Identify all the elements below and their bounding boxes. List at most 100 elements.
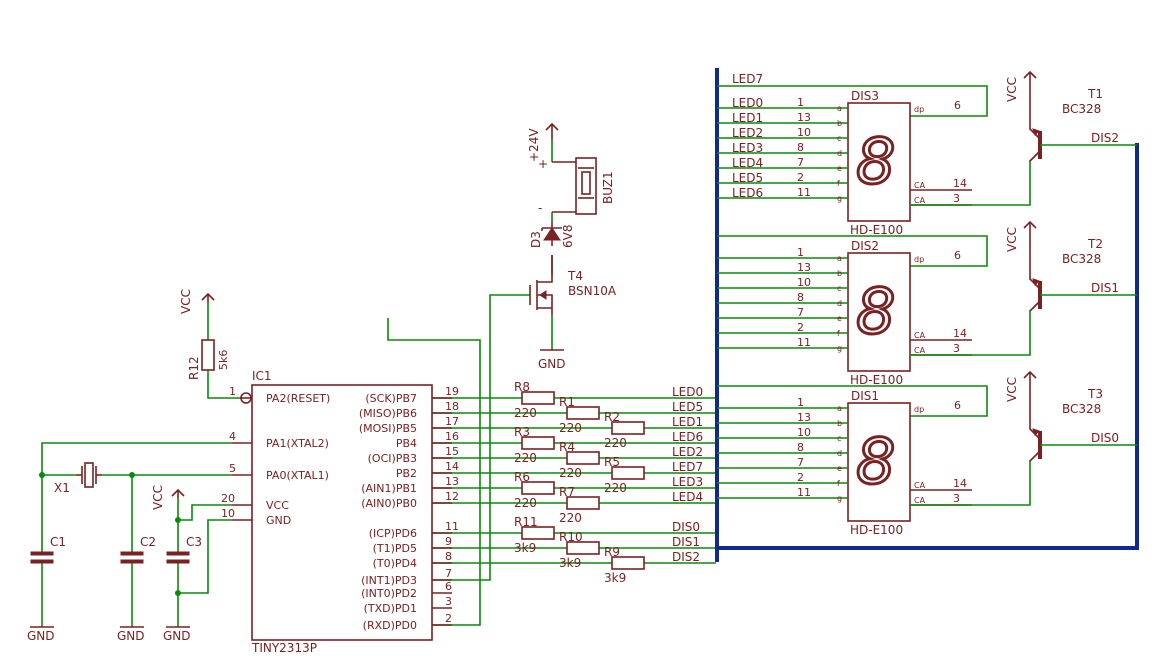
display-ref: DIS1 [851, 389, 879, 403]
net-label-led: LED6 [672, 430, 703, 444]
segment-letter: c [837, 434, 841, 443]
ca-pin-number: 14 [953, 477, 967, 490]
ic1-pin-number: 18 [445, 400, 459, 413]
dp-wire [717, 85, 988, 117]
ic1-pin-number: 12 [445, 490, 459, 503]
display-ref: DIS2 [851, 239, 879, 253]
dp-pin-number: 6 [954, 399, 961, 412]
ca-letter: CA [914, 331, 926, 340]
capacitors: C1 C2 C3 [30, 535, 202, 564]
dp-letter: dp [914, 405, 924, 414]
resistor-ref: R5 [604, 455, 620, 469]
ic1-pin-name: PA0(XTAL1) [266, 469, 329, 482]
resistor-body [566, 496, 600, 510]
net-label-led: LED6 [732, 186, 763, 200]
ca-letter: CA [914, 346, 926, 355]
crystal-ref: X1 [54, 481, 70, 495]
gnd-label-c3: GND [163, 629, 191, 643]
ca-pin-number: 3 [953, 342, 960, 355]
net-label-dis: DIS1 [672, 535, 700, 549]
segment-pin-number: 1 [797, 96, 804, 109]
ic1-pin-name: (OCI)PB3 [368, 452, 417, 465]
dp-pin-number: 6 [954, 99, 961, 112]
transistor-value: BC328 [1062, 402, 1101, 416]
resistor-body [521, 481, 555, 495]
zener-d3: D3 6V8 [529, 222, 575, 248]
ic1-pin-number: 16 [445, 430, 459, 443]
display-body [847, 402, 911, 522]
resistor-value: 220 [514, 496, 537, 510]
segment-pin-number: 13 [797, 411, 811, 424]
ic1-pin-number: 19 [445, 385, 459, 398]
net-label-led: LED3 [672, 475, 703, 489]
segment-pin-number: 8 [797, 441, 804, 454]
dp-pin-number: 6 [954, 249, 961, 262]
segment-letter: b [837, 419, 842, 428]
display-digit-glyph: 8 [856, 275, 895, 348]
r12-value: 5k6 [217, 350, 230, 370]
segment-letter: a [837, 104, 842, 113]
vcc-arrow [1023, 70, 1037, 95]
mosfet-ref: T4 [567, 269, 583, 283]
resistor-body [611, 421, 645, 435]
resistor-ref: R1 [559, 395, 575, 409]
transistor-leads [1029, 95, 1041, 162]
segment-pin-number: 10 [797, 426, 811, 439]
display-value: HD-E100 [850, 223, 903, 237]
ic1-pin-name: (RXD)PD0 [363, 619, 417, 632]
transistor-ref: T2 [1087, 237, 1103, 251]
ic1-pin-number: 8 [445, 550, 452, 563]
segment-letter: g [837, 194, 842, 203]
net-label-led7: LED7 [732, 72, 763, 86]
segment-letter: b [837, 269, 842, 278]
ic1-pin-name: PB2 [396, 467, 417, 480]
ca-letter: CA [914, 181, 926, 190]
resistor-ref: R9 [604, 545, 620, 559]
net-label-dis: DIS2 [672, 550, 700, 564]
net-label-dis: DIS0 [1091, 431, 1119, 445]
r12-ref: R12 [187, 356, 201, 380]
dp-letter: dp [914, 255, 924, 264]
ic1-pin-name: PA2(RESET) [266, 392, 330, 405]
display-digit-glyph: 8 [856, 425, 895, 498]
net-label-led: LED4 [732, 156, 763, 170]
segment-pin-number: 7 [797, 156, 804, 169]
net-label-dis: DIS2 [1091, 131, 1119, 145]
ca-pin-number: 14 [953, 327, 967, 340]
resistor-ref: R11 [514, 515, 538, 529]
display-body [847, 102, 911, 222]
net-label-led: LED1 [732, 111, 763, 125]
transistor-arrow [1032, 128, 1040, 136]
junctions [39, 472, 181, 596]
resistor-value: 220 [559, 511, 582, 525]
ca-wire [910, 310, 1031, 356]
display-ref: DIS3 [851, 89, 879, 103]
net-label-led: LED0 [672, 385, 703, 399]
net-label-dis: DIS1 [1091, 281, 1119, 295]
segment-letter: b [837, 119, 842, 128]
dp-letter: dp [914, 105, 924, 114]
segment-letter: d [837, 149, 842, 158]
buzzer-buz1: BUZ1 + - [538, 157, 615, 215]
net-label-dis: DIS0 [672, 520, 700, 534]
display-digit-glyph: 8 [856, 125, 895, 198]
segment-letter: a [837, 254, 842, 263]
vcc-label: VCC [1005, 377, 1019, 402]
resistor-body [566, 406, 600, 420]
segment-letter: f [837, 479, 840, 488]
resistor-value: 3k9 [559, 556, 581, 570]
ic1-pin-number: 15 [445, 445, 459, 458]
resistor-value: 220 [604, 481, 627, 495]
resistor-value: 3k9 [514, 541, 536, 555]
mosfet-value: BSN10A [568, 284, 617, 298]
resistor-body [611, 556, 645, 570]
ca-letter: CA [914, 481, 926, 490]
crystal-x1: X1 [54, 462, 102, 495]
ic1-pin-number: 11 [445, 520, 459, 533]
ic1-pin-name: (INT1)PD3 [361, 574, 417, 587]
transistor-arrow [1032, 278, 1040, 286]
ic1-value: TINY2313P [251, 641, 317, 655]
segment-pin-number: 2 [797, 171, 804, 184]
ca-pin-number: 3 [953, 192, 960, 205]
